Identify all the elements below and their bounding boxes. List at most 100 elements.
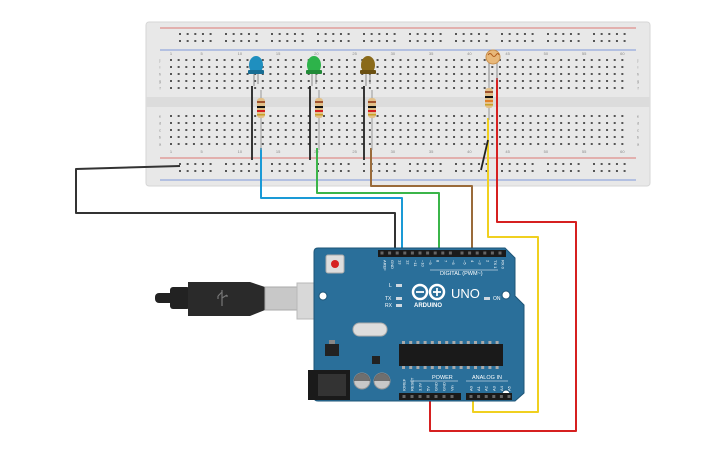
- breadboard-rail-hole: [278, 163, 281, 165]
- breadboard-rail-hole: [577, 40, 580, 42]
- digital-pin[interactable]: [483, 251, 487, 255]
- breadboard-hole: [491, 115, 494, 117]
- analog-pin[interactable]: [484, 395, 488, 398]
- breadboard-hole: [537, 59, 540, 61]
- digital-pin[interactable]: [498, 251, 502, 255]
- breadboard-hole: [529, 87, 532, 89]
- digital-pin-label: 8: [436, 260, 441, 263]
- breadboard-rail-hole: [179, 170, 181, 172]
- breadboard-row-letter: g: [637, 79, 639, 84]
- digital-pin[interactable]: [475, 251, 479, 255]
- breadboard-hole: [491, 122, 494, 124]
- wire-black-gnd[interactable]: [75, 165, 396, 255]
- analog-pin[interactable]: [477, 395, 481, 398]
- wire-red-sensor[interactable]: [429, 78, 577, 432]
- resistor-sensor[interactable]: [485, 80, 493, 120]
- power-pin[interactable]: [418, 395, 422, 398]
- wire-green-led[interactable]: [316, 148, 440, 255]
- chip-pin: [474, 341, 477, 344]
- digital-pin[interactable]: [380, 251, 384, 255]
- digital-pin[interactable]: [426, 251, 430, 255]
- resistor-yellow-led[interactable]: [368, 90, 376, 150]
- digital-pin[interactable]: [448, 251, 452, 255]
- breadboard-hole: [307, 80, 310, 82]
- breadboard-hole: [376, 87, 379, 89]
- breadboard-hole: [208, 122, 211, 124]
- led-rx-label: RX: [385, 303, 393, 309]
- breadboard-rail-hole: [554, 163, 557, 165]
- analog-pin[interactable]: [469, 395, 473, 398]
- power-pin[interactable]: [426, 395, 430, 398]
- breadboard-rail-hole: [523, 163, 526, 165]
- power-pin[interactable]: [442, 395, 446, 398]
- breadboard-hole: [307, 136, 310, 138]
- resistor-blue-led[interactable]: [257, 90, 265, 150]
- breadboard-hole: [338, 115, 341, 117]
- breadboard-hole: [323, 59, 325, 61]
- analog-pin[interactable]: [499, 395, 503, 398]
- breadboard-hole: [277, 73, 280, 75]
- digital-pin[interactable]: [441, 251, 445, 255]
- breadboard-hole: [200, 80, 203, 82]
- digital-pin[interactable]: [410, 251, 414, 255]
- power-pin[interactable]: [402, 395, 406, 398]
- breadboard-hole: [583, 129, 586, 131]
- digital-pin-label: RX 0: [501, 260, 506, 270]
- digital-pin[interactable]: [418, 251, 422, 255]
- wire-brown-led[interactable]: [370, 148, 473, 255]
- resistor-green-led[interactable]: [315, 90, 323, 150]
- digital-pin[interactable]: [395, 251, 399, 255]
- led-blue-icon[interactable]: [248, 56, 264, 86]
- breadboard-column-number: 40: [467, 51, 472, 56]
- breadboard-rail-hole: [455, 33, 457, 35]
- power-pin[interactable]: [410, 395, 414, 398]
- breadboard-rail-hole: [286, 163, 289, 165]
- breadboard-hole: [292, 87, 295, 89]
- photoresistor-icon[interactable]: [485, 49, 501, 82]
- breadboard-rail-hole: [347, 170, 350, 172]
- led-green-icon[interactable]: [306, 56, 322, 86]
- breadboard-hole: [391, 73, 394, 75]
- breadboard-hole: [575, 80, 578, 82]
- wires[interactable]: [75, 78, 577, 432]
- analog-header[interactable]: [466, 393, 512, 400]
- breadboard-row-letter: a: [159, 142, 162, 147]
- digital-pin[interactable]: [490, 251, 494, 255]
- power-header[interactable]: [399, 393, 461, 400]
- digital-pin[interactable]: [468, 251, 472, 255]
- digital-pin[interactable]: [388, 251, 392, 255]
- jumper-sensor[interactable]: [480, 139, 489, 171]
- breadboard-rail-hole: [577, 163, 580, 165]
- analog-pin[interactable]: [507, 395, 511, 398]
- digital-pin[interactable]: [433, 251, 437, 255]
- capacitor-2-mark: [374, 373, 390, 381]
- analog-pin[interactable]: [492, 395, 496, 398]
- breadboard-column-number: 1: [170, 149, 173, 154]
- digital-pin[interactable]: [460, 251, 464, 255]
- power-pin[interactable]: [450, 395, 454, 398]
- wire-yellow-sensor[interactable]: [472, 118, 539, 413]
- power-pin[interactable]: [434, 395, 438, 398]
- breadboard-hole: [414, 73, 417, 75]
- breadboard-rail-hole: [562, 33, 565, 35]
- breadboard-hole: [544, 80, 547, 82]
- breadboard-hole: [453, 66, 456, 68]
- digital-pin[interactable]: [403, 251, 407, 255]
- usb-plug-icon[interactable]: [155, 282, 350, 320]
- breadboard-center-channel: [146, 97, 650, 107]
- breadboard-hole: [476, 122, 478, 124]
- breadboard-rail-hole: [431, 163, 434, 165]
- breadboard-rail-hole: [547, 170, 549, 172]
- led-yellow-icon[interactable]: [360, 56, 376, 86]
- led-on-indicator: [484, 297, 490, 300]
- breadboard-hole: [552, 73, 555, 75]
- breadboard-hole: [476, 87, 478, 89]
- breadboard-hole: [453, 143, 456, 145]
- wire-blue-led[interactable]: [260, 148, 403, 255]
- breadboard-rail-hole: [615, 33, 618, 35]
- breadboard-hole: [170, 87, 172, 89]
